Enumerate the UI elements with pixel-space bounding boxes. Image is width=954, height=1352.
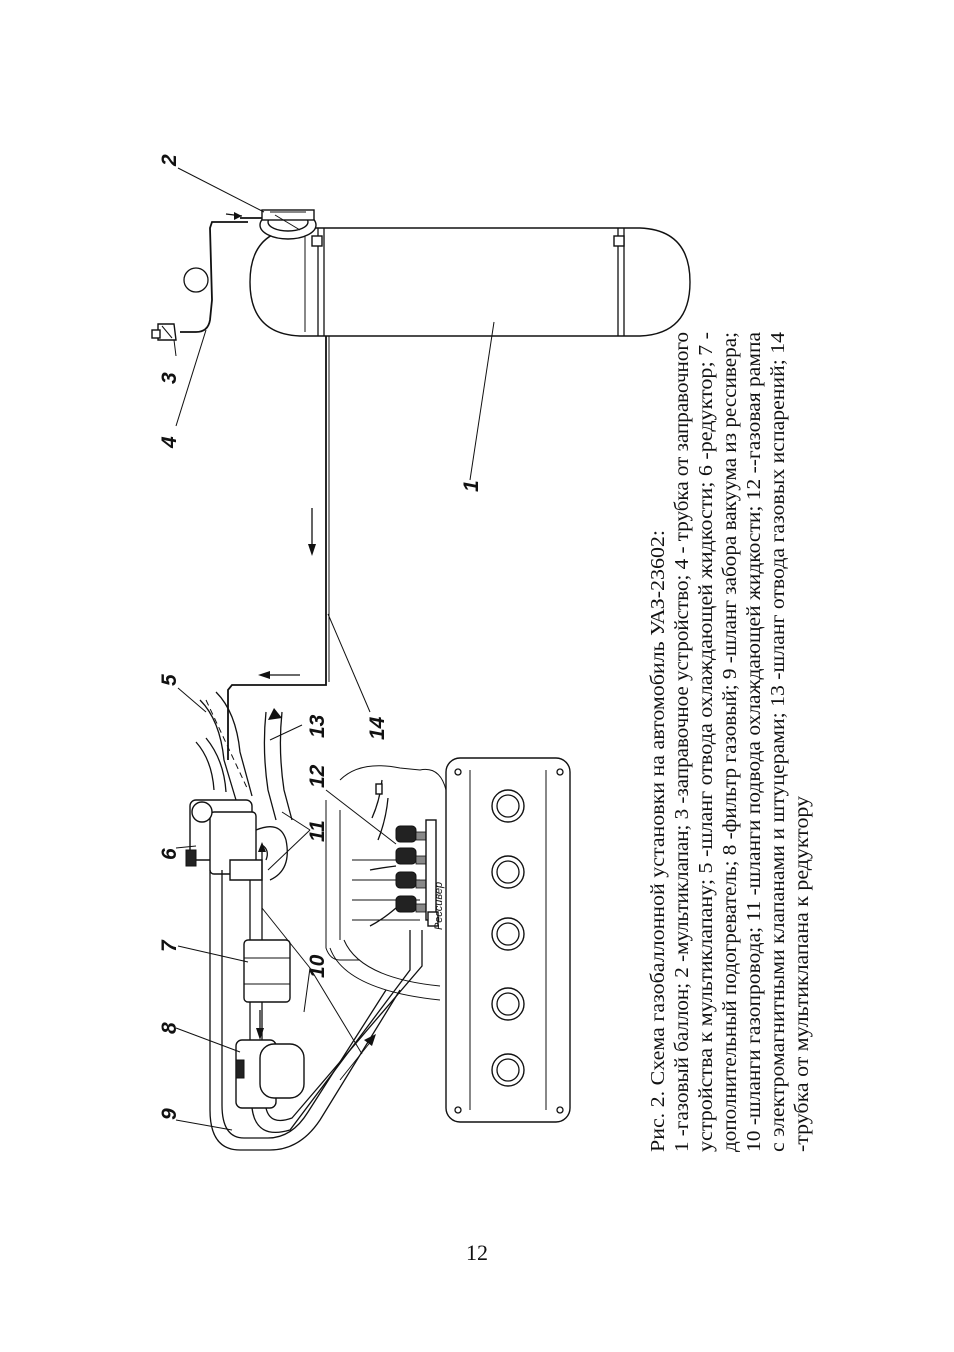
- multivalve: [225, 209, 317, 240]
- hoses-5-13: [195, 691, 293, 821]
- tube-14: [227, 336, 330, 760]
- label-7: 7: [158, 939, 181, 952]
- gas-cylinder: [249, 227, 691, 337]
- caption-line-6: -трубка от мультиклапана к редуктору: [792, 796, 813, 1152]
- engine-block: [445, 757, 571, 1123]
- caption-line-2: устройства к мультиклапану; 5 -шланг отв…: [696, 332, 717, 1152]
- label-5: 5: [158, 674, 181, 686]
- label-6: 6: [158, 848, 181, 860]
- callout-labels: 1 2 3 4 5 6 7 8 9 10 11 12 13 14: [158, 154, 483, 1120]
- gas-rail: Рессивер: [325, 765, 447, 1001]
- label-2: 2: [158, 154, 181, 167]
- heater: [243, 880, 291, 1040]
- page-number: 12: [466, 1240, 488, 1265]
- reducer: [185, 799, 288, 881]
- gas-filter: [235, 1039, 305, 1109]
- caption-title: Рис. 2. Схема газобаллонной установки на…: [648, 530, 669, 1152]
- caption-line-4: 10 -шланги газопровода; 11 -шланги подво…: [744, 332, 765, 1152]
- filling-device: [151, 221, 248, 341]
- label-14: 14: [366, 716, 389, 740]
- caption-line-5: с электромагнитными клапанами и штуцерам…: [768, 332, 789, 1152]
- label-10: 10: [306, 954, 329, 978]
- label-3: 3: [158, 372, 181, 384]
- caption-line-1: 1 -газовый баллон; 2 -мультиклапан; 3 -з…: [672, 332, 693, 1152]
- receiver-label: Рессивер: [433, 882, 445, 930]
- label-8: 8: [158, 1022, 181, 1034]
- label-12: 12: [306, 764, 329, 788]
- caption-line-3: дополнительный подогреватель; 8 -фильтр …: [720, 332, 741, 1152]
- label-11: 11: [306, 820, 329, 842]
- label-1: 1: [460, 480, 483, 492]
- label-13: 13: [306, 714, 329, 738]
- figure-caption: Рис. 2. Схема газобаллонной установки на…: [648, 332, 813, 1152]
- label-9: 9: [158, 1108, 181, 1120]
- label-4: 4: [158, 436, 181, 449]
- leader-lines: [173, 167, 495, 1131]
